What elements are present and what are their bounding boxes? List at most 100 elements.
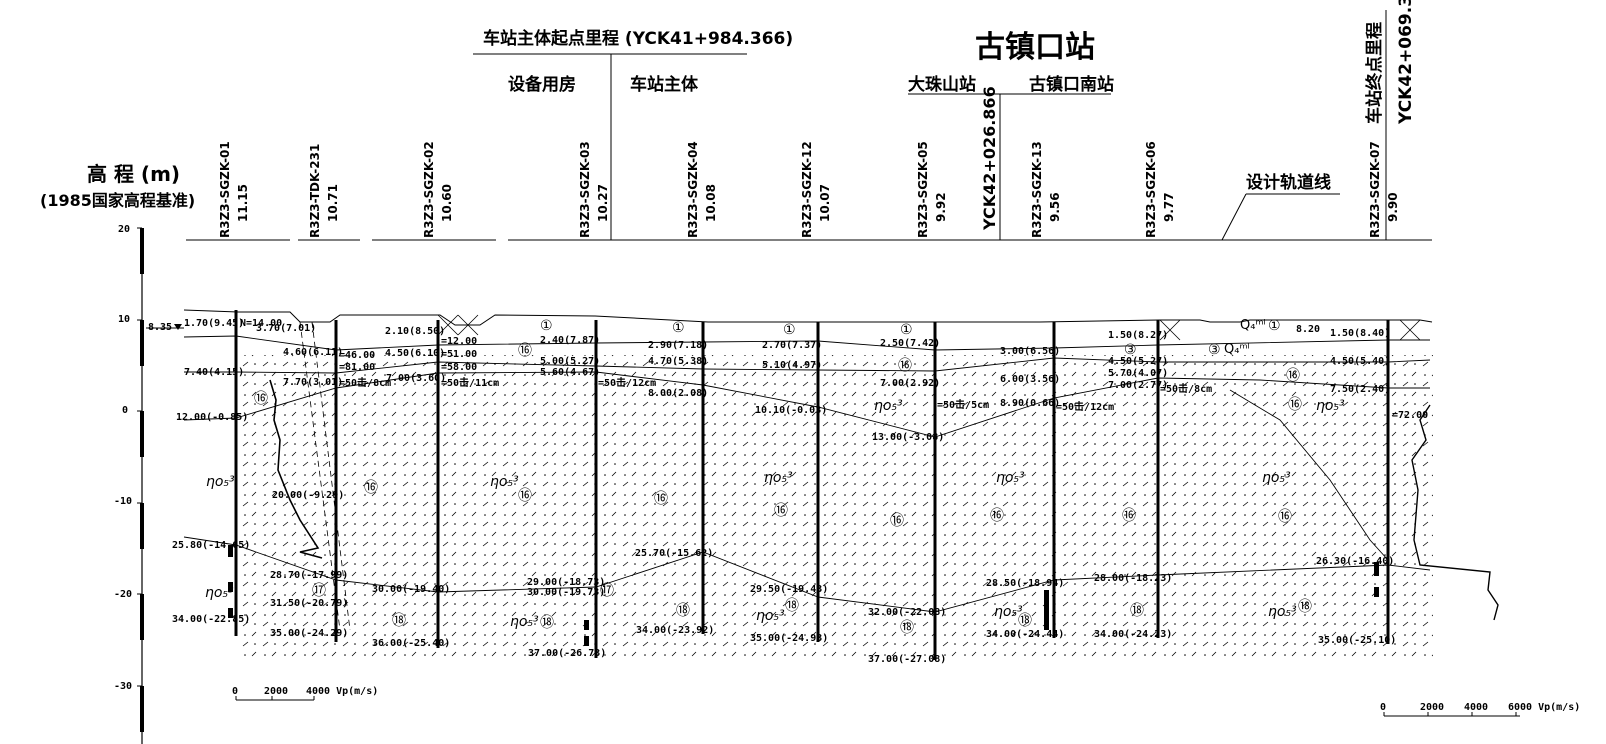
depth-label: 32.00(-22.08) [868,607,947,618]
rock-label: ηο₅³ [756,608,785,624]
depth-label: 37.00(-27.08) [868,654,947,665]
depth-label: 7.50(2.40) [1330,384,1391,395]
rock-label: ηο₅³ [1262,470,1291,486]
depth-label: 37.00(-26.73) [528,648,607,659]
depth-label: 4.70(5.38) [648,356,709,367]
spt-label: =51.00 [441,349,478,360]
stratum-18: ⑱ [900,620,914,636]
depth-label: 1.70(9.45) [184,318,245,329]
depth-label: 5.10(4.97) [762,360,823,371]
rock-label: ηο₅³ [874,398,903,414]
stratum-18: ⑱ [1018,613,1032,629]
stratum-symbol: ① [540,318,553,334]
depth-label: 28.00(-18.23) [1094,573,1173,584]
spt-label: =46.00 [339,350,376,361]
spt-label: N=14.00 [240,318,283,329]
y-tick-neg10: -10 [114,496,133,507]
guzhenkou-south-label: 古镇口南站 [1029,75,1114,95]
depth-label: 1.50(8.27) [1108,330,1169,341]
start-mileage: 车站主体起点里程 (YCK41+984.366) [483,29,794,49]
depth-label: 2.10(8.50) [385,326,446,337]
depth-label: 25.80(-14.65) [172,540,251,551]
spt-label: =72.00 [1392,410,1429,421]
stratum-symbol: ③ [1208,342,1221,358]
depth-label: 34.00(-24.44) [986,629,1065,640]
spt-label: =50击/5cm [937,400,990,411]
depth-label: 6.00(3.56) [1000,374,1061,385]
depth-label: 8.00(2.08) [648,388,709,399]
spt-label: =50击/8cm [339,378,392,389]
depth-label: 5.00(5.27) [540,356,601,367]
depth-label: 4.60(6.11) [283,347,344,358]
y-tick-20: 20 [118,224,131,235]
stratum-16: ⑯ [254,391,268,407]
depth-label: 36.00(-25.40) [372,638,451,649]
station-title: 古镇口站 [975,30,1095,65]
rock-label: ηο₅³ [764,470,793,486]
stratum-18: ⑱ [1130,603,1144,619]
depth-label: 31.50(-20.79) [270,598,349,609]
depth-label: 10.10(-0.03) [755,405,828,416]
dazhushan-label: 大珠山站 [908,75,976,95]
depth-label: 30.00(-19.73) [527,587,606,598]
y-tick-neg20: -20 [114,589,133,600]
depth-label: 4.50(5.27) [1108,356,1169,367]
depth-label: 28.70(-17.99) [270,570,349,581]
stratum-18: ⑱ [392,613,406,629]
stratum-16: ⑯ [1286,368,1300,384]
stratum-16: ⑯ [518,488,532,504]
depth-label: 34.00(-23.92) [636,625,715,636]
scale-tick: 0 [1380,702,1387,713]
depth-label: 3.00(6.56) [1000,346,1061,357]
depth-label: 28.50(-18.94) [986,578,1065,589]
y-tick-0: 0 [122,405,129,416]
depth-label: 35.00(-24.93) [750,633,829,644]
spt-label: =50击/8cm [1160,384,1213,395]
depth-label: 29.50(-19.43) [750,584,829,595]
depth-label: 29.00(-18.73) [527,577,606,588]
depth-label: 2.90(7.18) [648,340,709,351]
scale-tick: 4000 Vp(m/s) [306,686,379,697]
stratum-16: ⑯ [654,491,668,507]
scale-tick: 0 [232,686,239,697]
stratum-16: ⑯ [364,480,378,496]
stratum-16: ⑯ [774,503,788,519]
stratum-16: ⑯ [890,513,904,529]
stratum-18: ⑱ [1298,599,1312,615]
depth-label: 7.00(3.60) [386,373,447,384]
stratum-17: ⑰ [600,583,614,599]
rock-label: ηο₅³ [205,585,234,601]
rock-label: ηο₅³ [510,614,539,630]
depth-label: 34.00(-24.23) [1094,629,1173,640]
stratum-symbol: ① [783,322,796,338]
quaternary-label: Q₄ᵐˡ [1240,318,1266,333]
quaternary-label: Q₄ᵐˡ [1224,342,1250,357]
rock-label: ηο₅³ [1268,604,1297,620]
stratum-18: ⑱ [785,598,799,614]
zone-equipment-label: 设备用房 [508,75,576,95]
depth-label: 2.40(7.87) [540,335,601,346]
design-track-label: 设计轨道线 [1246,173,1331,193]
rock-label: ηο₅³ [206,474,235,490]
spt-label: =50击/12cm [598,378,657,389]
stratum-16: ⑯ [1278,509,1292,525]
stratum-symbol: ① [1268,318,1281,334]
zone-main-label: 车站主体 [630,75,698,95]
depth-label: 30.00(-19.40) [372,584,451,595]
depth-label: 25.70(-15.62) [635,548,714,559]
depth-label: 5.70(4.07) [1108,368,1169,379]
y-axis-datum: (1985国家高程基准) [40,191,196,210]
water-level-label: 8.35 [148,322,173,333]
y-tick-10: 10 [118,314,131,325]
rock-label: ηο₅³ [1316,398,1345,414]
scale-tick: 6000 Vp(m/s) [1508,702,1581,713]
scale-tick: 2000 [1420,702,1445,713]
depth-label: 26.30(-16.40) [1316,556,1395,567]
spt-label: =50击/11cm [441,378,500,389]
depth-label: 7.70(3.01) [283,377,344,388]
stratum-16: ⑯ [990,508,1004,524]
stratum-symbol: ① [900,322,913,338]
depth-label: 12.00(-0.85) [176,412,249,423]
stratum-16: ⑯ [518,343,532,359]
